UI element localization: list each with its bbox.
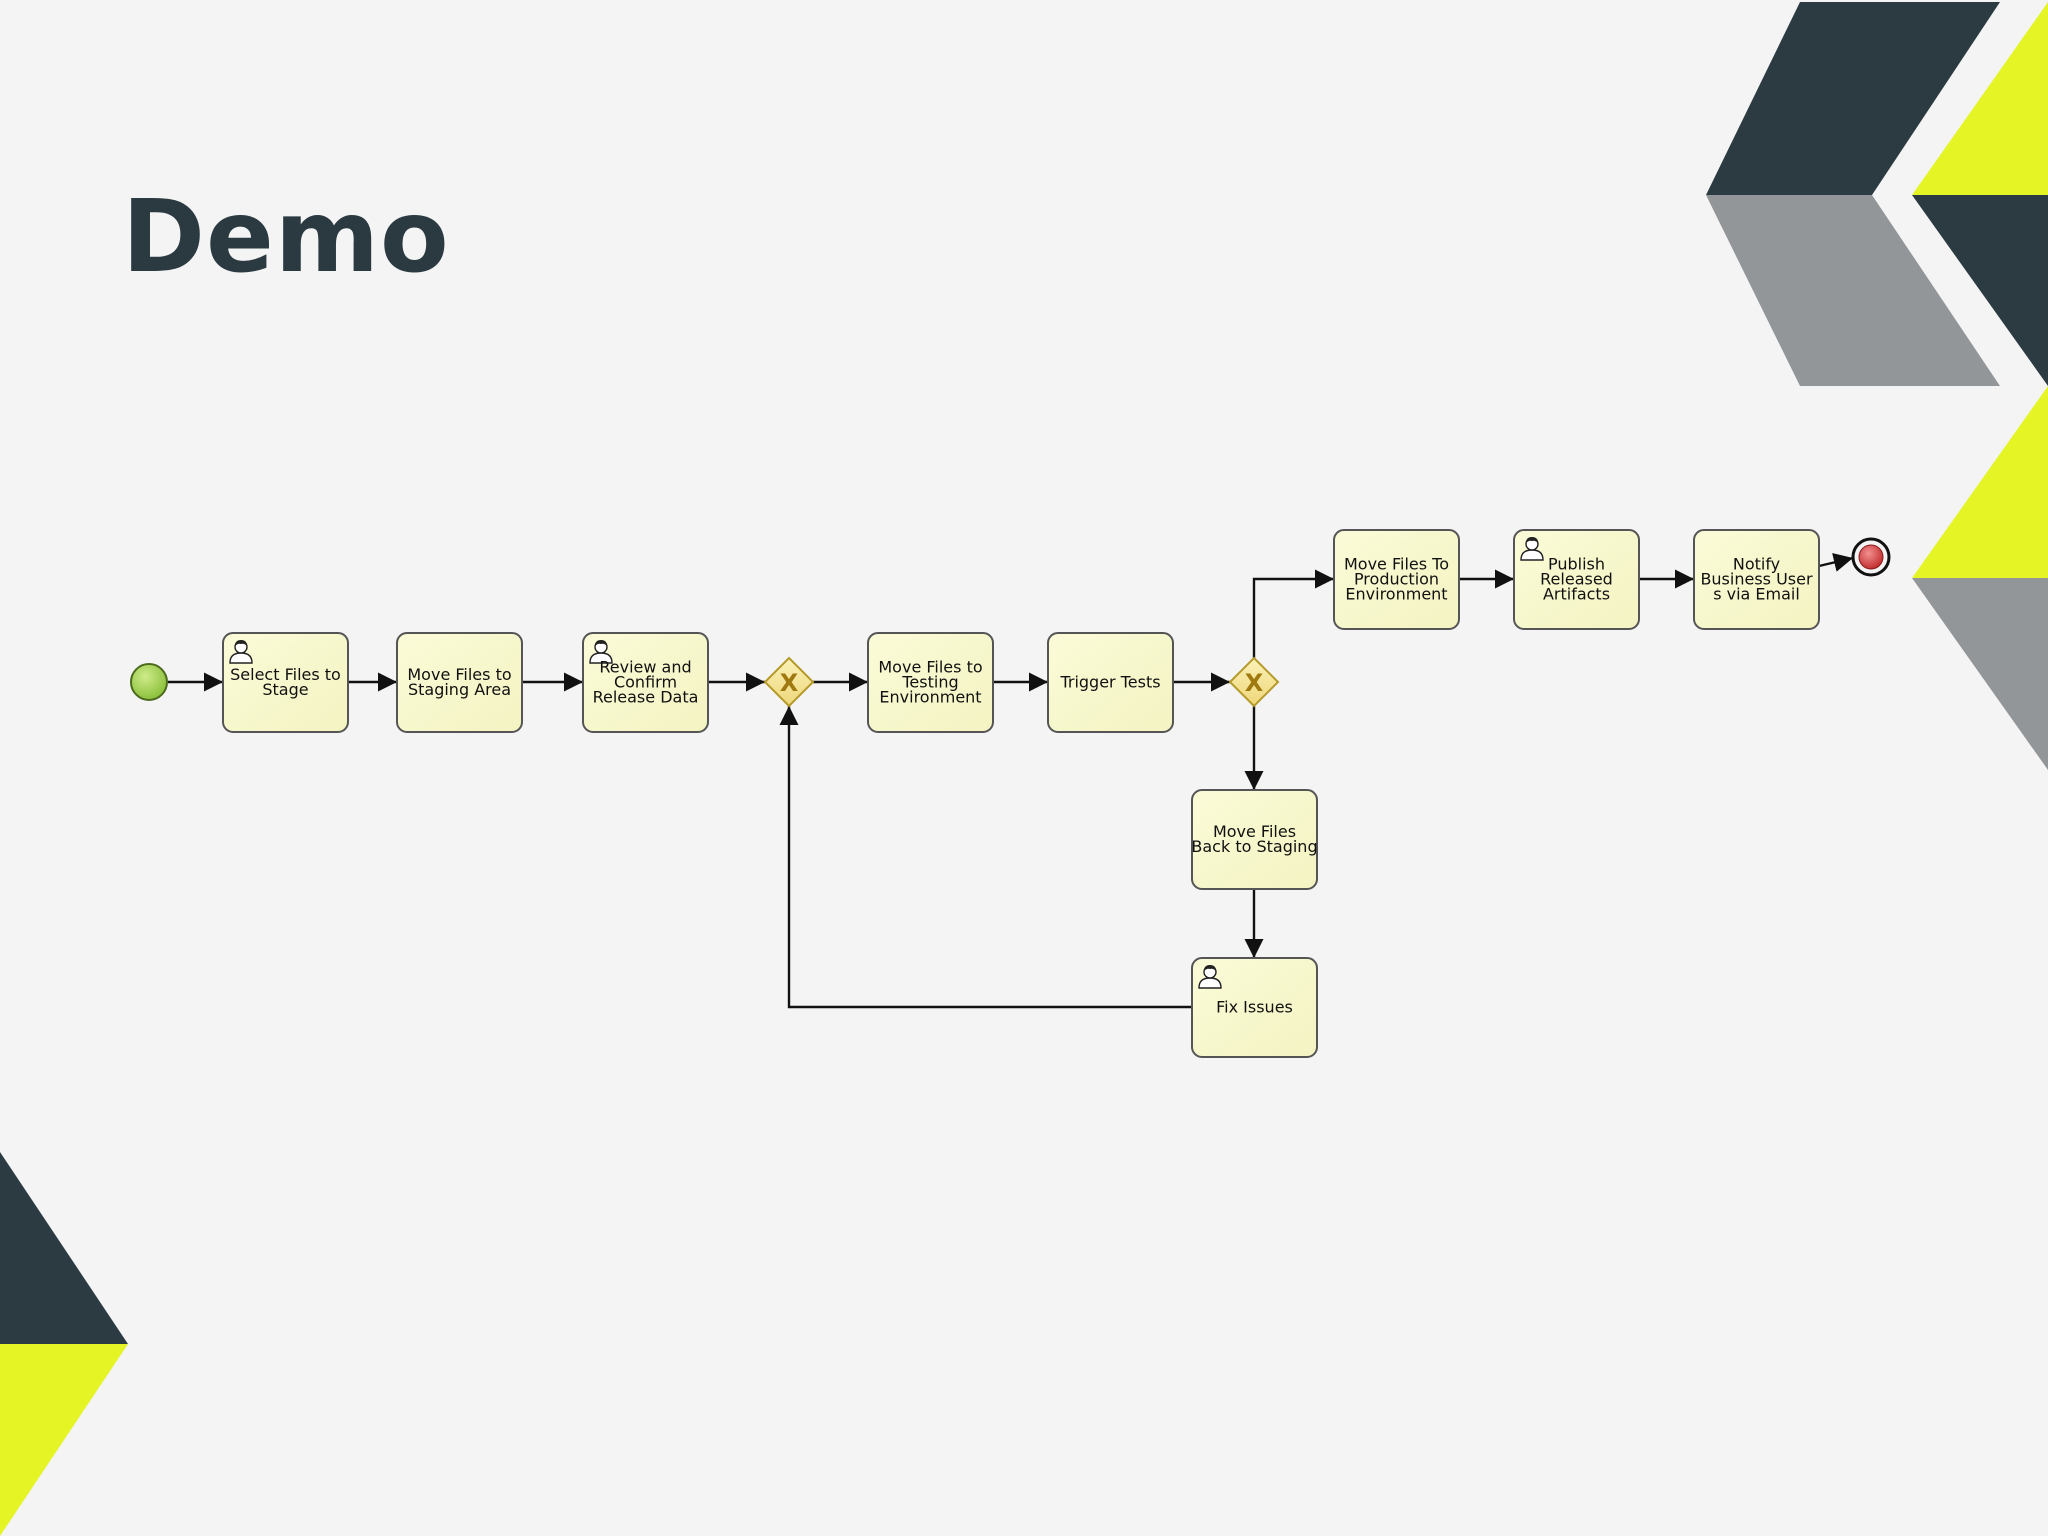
task-label-line: Move Files: [1213, 822, 1296, 841]
chevron-dark-bottom: [0, 1152, 128, 1344]
user-task-icon: [1520, 537, 1544, 561]
task-trigger[interactable]: Trigger Tests: [1047, 632, 1174, 733]
task-box: [1191, 957, 1318, 1058]
task-box: [582, 632, 709, 733]
task-label-line: Fix Issues: [1216, 998, 1293, 1017]
task-label-line: Artifacts: [1543, 585, 1610, 604]
task-label-line: Staging Area: [408, 680, 511, 699]
exclusive-gateway-2[interactable]: X: [1228, 656, 1280, 708]
task-box: [1693, 529, 1820, 630]
task-label-line: Select Files to: [230, 665, 341, 684]
task-label-line: Production: [1354, 570, 1439, 589]
user-task-icon: [589, 640, 613, 664]
slide-title: Demo: [122, 178, 450, 295]
task-label-line: Move Files to: [407, 665, 511, 684]
user-task-icon: [229, 640, 253, 664]
flow-gw2-prod: [1252, 569, 1334, 658]
task-box: [222, 632, 349, 733]
start-event[interactable]: [130, 663, 168, 701]
task-label-line: s via Email: [1713, 585, 1800, 604]
user-task-icon: [1198, 965, 1222, 989]
exclusive-gateway-1[interactable]: X: [763, 656, 815, 708]
task-label-line: Move Files to: [878, 658, 982, 677]
chevron-lime-right: [1912, 386, 2048, 578]
gateway-x-icon: X: [780, 669, 799, 697]
task-label-line: Move Files To: [1344, 555, 1449, 574]
task-box: [867, 632, 994, 733]
chevron-lime-bottom: [0, 1344, 128, 1536]
gateway-x-icon: X: [1245, 669, 1264, 697]
task-box: [1513, 529, 1640, 630]
chevron-lime-top: [1912, 2, 2048, 195]
flow-fix-gw1: [779, 706, 1192, 1009]
task-label-line: Release Data: [593, 688, 699, 707]
task-label-line: Review and: [599, 658, 691, 677]
task-label-line: Released: [1540, 570, 1613, 589]
sequence-flows: [168, 553, 1854, 1009]
task-label-line: Publish: [1548, 555, 1605, 574]
task-fix[interactable]: Fix Issues: [1191, 957, 1318, 1058]
chevron-gray-top: [1706, 195, 2000, 386]
task-label-line: Notify: [1733, 555, 1780, 574]
task-label-line: Trigger Tests: [1059, 673, 1160, 692]
task-label-line: Testing: [901, 673, 958, 692]
task-label-line: Environment: [1345, 585, 1447, 604]
task-label-line: Stage: [262, 680, 308, 699]
task-label-line: Business User: [1700, 570, 1813, 589]
chevron-dark-top: [1706, 2, 2000, 195]
chevron-dark-right: [1912, 195, 2048, 386]
task-label-line: Environment: [879, 688, 981, 707]
chevron-gray-right: [1912, 578, 2048, 770]
task-label-line: Back to Staging: [1191, 837, 1317, 856]
task-box: [1191, 789, 1318, 890]
end-event[interactable]: [1851, 537, 1891, 577]
flow-notify-end: [1818, 553, 1854, 572]
task-box: [1047, 632, 1174, 733]
task-label-line: Confirm: [614, 673, 677, 692]
task-box: [1333, 529, 1460, 630]
task-box: [396, 632, 523, 733]
